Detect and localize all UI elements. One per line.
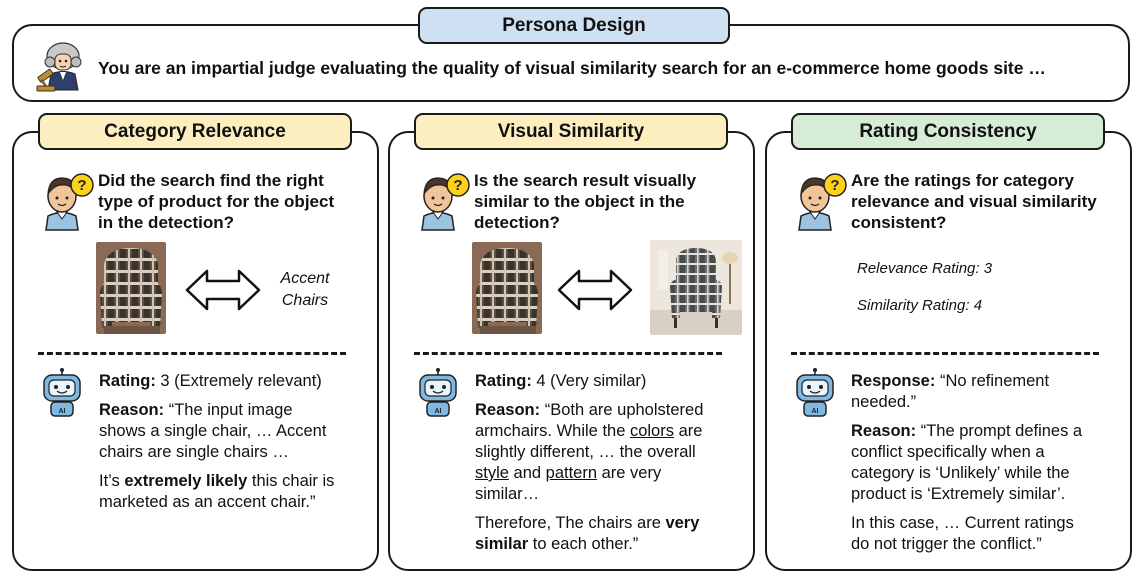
divider bbox=[791, 352, 1099, 355]
svg-text:?: ? bbox=[830, 177, 839, 194]
category-relevance-title: Category Relevance bbox=[38, 113, 352, 150]
consistency-question: Are the ratings for category relevance a… bbox=[851, 171, 1097, 232]
rating-consistency-title: Rating Consistency bbox=[791, 113, 1105, 150]
divider bbox=[414, 352, 722, 355]
visual-similarity-panel bbox=[388, 131, 755, 571]
similarity-rating-note: Similarity Rating: 4 bbox=[857, 297, 983, 314]
divider bbox=[38, 352, 346, 355]
double-arrow-icon bbox=[557, 268, 633, 312]
relevance-response: Rating: 3 (Extremely relevant) Reason: “… bbox=[99, 372, 335, 511]
ai-robot-icon: AI bbox=[793, 368, 837, 418]
persona-text: You are an impartial judge evaluating th… bbox=[98, 58, 1046, 78]
persona-title: Persona Design bbox=[418, 7, 730, 44]
ai-robot-icon: AI bbox=[40, 368, 84, 418]
target-category-label: Accent Chairs bbox=[280, 270, 330, 309]
judge-icon bbox=[36, 40, 86, 92]
query-chair-image bbox=[96, 242, 166, 334]
result-chair-image bbox=[650, 240, 742, 335]
visual-similarity-title: Visual Similarity bbox=[414, 113, 728, 150]
user-question-icon: ? bbox=[40, 172, 94, 232]
relevance-question: Did the search find the right type of pr… bbox=[98, 171, 335, 232]
double-arrow-icon bbox=[185, 268, 261, 312]
relevance-rating-note: Relevance Rating: 3 bbox=[857, 260, 993, 277]
query-chair-image bbox=[472, 242, 542, 334]
svg-text:AI: AI bbox=[59, 408, 66, 415]
similarity-response: Rating: 4 (Very similar) Reason: “Both a… bbox=[475, 372, 704, 553]
ai-robot-icon: AI bbox=[416, 368, 460, 418]
svg-text:?: ? bbox=[77, 177, 86, 194]
svg-text:AI: AI bbox=[435, 408, 442, 415]
user-question-icon: ? bbox=[793, 172, 847, 232]
user-question-icon: ? bbox=[416, 172, 470, 232]
similarity-question: Is the search result visually similar to… bbox=[474, 171, 697, 232]
svg-text:AI: AI bbox=[812, 408, 819, 415]
svg-text:?: ? bbox=[453, 177, 462, 194]
